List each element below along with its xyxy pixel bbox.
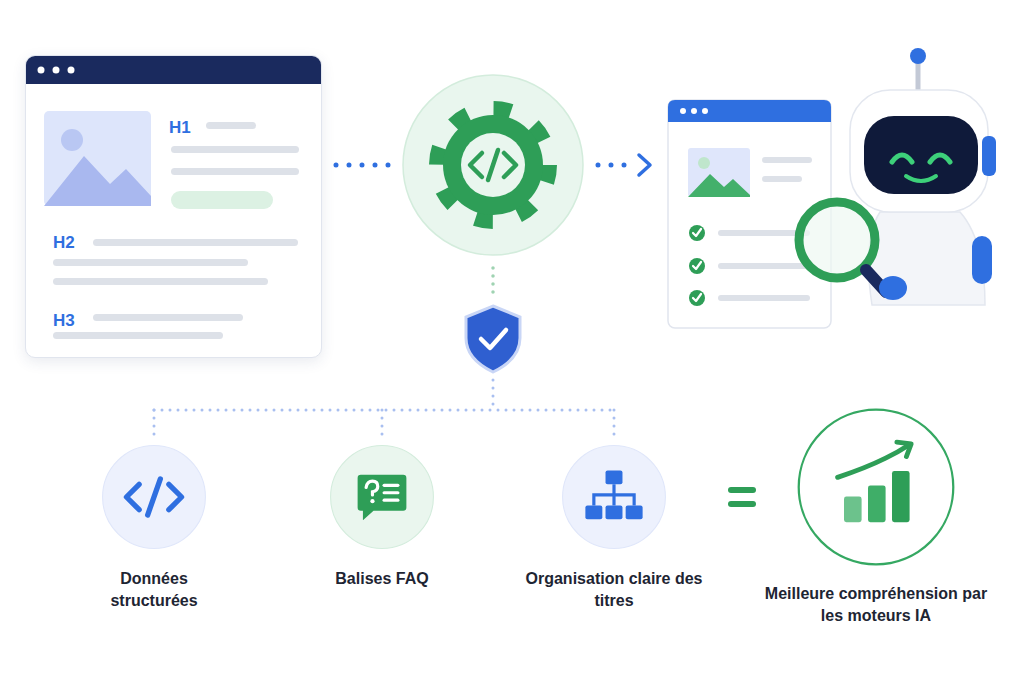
feature-circle: Données structurées [94, 444, 214, 613]
feature-circle: Balises FAQ [329, 444, 435, 590]
dotted-link [491, 268, 495, 298]
dotted-link [598, 163, 630, 168]
circle-icon [329, 444, 435, 550]
circle-icon [101, 444, 207, 550]
gear-circle [403, 75, 583, 255]
caption: Meilleure compréhension par les moteurs … [756, 583, 996, 628]
arrow-head [639, 155, 650, 175]
shield-icon [466, 306, 520, 372]
caption: Organisation claire des titres [524, 568, 704, 613]
circle-icon [796, 407, 956, 567]
feature-circle: Organisation claire des titres [524, 444, 704, 613]
equals-sign [728, 487, 756, 507]
caption: Balises FAQ [334, 568, 430, 590]
circle-icon [561, 444, 667, 550]
dotted-link [336, 163, 400, 168]
shield-check [481, 330, 506, 348]
gear-teeth [437, 109, 549, 221]
code-icon [470, 150, 516, 180]
feature-circle: Meilleure compréhension par les moteurs … [756, 407, 996, 628]
browser-window: H1H2H3 [25, 55, 322, 358]
heading-tag: H2 [53, 234, 75, 251]
gear-body [443, 115, 543, 215]
heading-tag: H3 [53, 312, 75, 329]
tree-lines [154, 380, 614, 438]
heading-tag: H1 [169, 119, 191, 136]
gear-hole [461, 133, 525, 197]
robot [799, 48, 996, 305]
caption: Données structurées [94, 568, 214, 613]
